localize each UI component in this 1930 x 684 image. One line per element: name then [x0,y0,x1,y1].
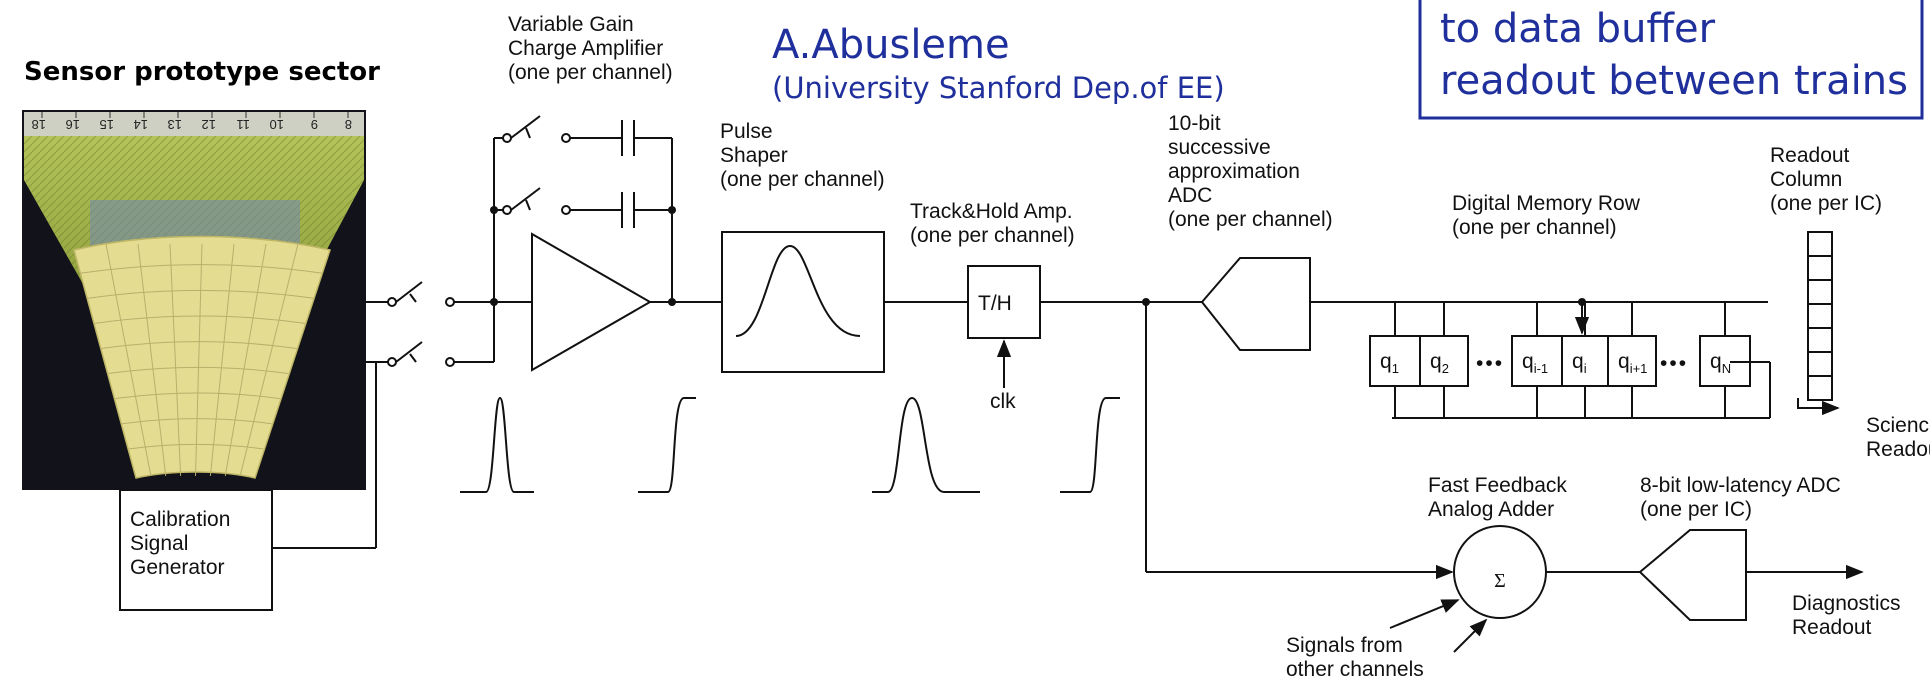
ruler-tick-label: 9 [311,117,318,132]
memory-row-label-1: Digital Memory Row [1452,192,1641,215]
note-line-2: readout between trains [1440,58,1908,104]
adc10-label-4: ADC [1168,184,1212,207]
ruler-tick-label: 18 [32,117,46,132]
adc10-label-1: 10-bit [1168,112,1221,135]
readout-column-label-1: Readout [1770,144,1850,167]
track-hold-box-label: T/H [978,292,1012,315]
note-box: to data buffer readout between trains [1420,0,1922,118]
sensor-title: Sensor prototype sector [24,57,380,87]
other-channels-label-1: Signals from [1286,634,1403,657]
fast-feedback-label-2: Analog Adder [1428,498,1554,521]
svg-text:Fast Feedback Analog Add: Fast Feedback Analog Adder [1428,474,1573,521]
calibration-label-3: Generator [130,556,225,579]
clk-label: clk [990,390,1016,413]
adc8-label-2: (one per IC) [1640,498,1752,521]
svg-text:Signals from other chann: Signals from other channels [1286,634,1424,681]
memory-row-label-2: (one per channel) [1452,216,1617,239]
svg-text:Track&Hold Amp. (one per: Track&Hold Amp. (one per channel) [910,200,1078,247]
other-channels-label-2: other channels [1286,658,1424,681]
ruler-tick-label: 14 [134,117,148,132]
ruler-tick-label: 13 [168,117,182,132]
charge-amp-label-1: Variable Gain [508,13,634,36]
diagnostics-label-1: Diagnostics [1792,592,1901,615]
fast-feedback-label-1: Fast Feedback [1428,474,1567,497]
readout-column-cell [1808,376,1832,400]
adc10-label-5: (one per channel) [1168,208,1333,231]
readout-column-cell [1808,256,1832,280]
track-hold-label-2: (one per channel) [910,224,1075,247]
readout-column-cell [1808,304,1832,328]
readout-column-cell [1808,280,1832,304]
pulse-shaper-label-3: (one per channel) [720,168,885,191]
sigma-symbol: Σ [1494,570,1506,592]
readout-column-cell [1808,328,1832,352]
adc8-label-1: 8-bit low-latency ADC [1640,474,1841,497]
track-hold-label-1: Track&Hold Amp. [910,200,1073,223]
readout-column-label-3: (one per IC) [1770,192,1882,215]
memory-ellipsis-2: ••• [1660,352,1688,375]
ruler-tick-label: 10 [270,117,284,132]
charge-amp-label-2: Charge Amplifier [508,37,663,60]
ruler-tick-label: 16 [66,117,80,132]
adc10-label-2: successive [1168,136,1271,159]
ruler-tick-label: 12 [202,117,216,132]
ruler-tick-label: 15 [100,117,114,132]
charge-amp-label-3: (one per channel) [508,61,673,84]
readout-column-label-2: Column [1770,168,1842,191]
pulse-shaper-label-1: Pulse [720,120,773,143]
author-affiliation: (University Stanford Dep.of EE) [772,71,1225,105]
readout-column-cell [1808,232,1832,256]
svg-text:Science Readout: Science Readout [1866,414,1930,461]
diagnostics-label-2: Readout [1792,616,1872,639]
readout-column-cell [1808,352,1832,376]
science-readout-label-1: Science [1866,414,1930,437]
note-line-1: to data buffer [1440,6,1716,52]
science-readout-label-2: Readout [1866,438,1930,461]
adc10-label-3: approximation [1168,160,1300,183]
calibration-label-1: Calibration [130,508,230,531]
ruler-tick-label: 8 [345,117,352,132]
memory-ellipsis-1: ••• [1476,352,1504,375]
author-name: A.Abusleme [772,22,1010,68]
ruler-tick-label: 11 [237,117,251,132]
calibration-label-2: Signal [130,532,188,555]
pulse-shaper-label-2: Shaper [720,144,788,167]
